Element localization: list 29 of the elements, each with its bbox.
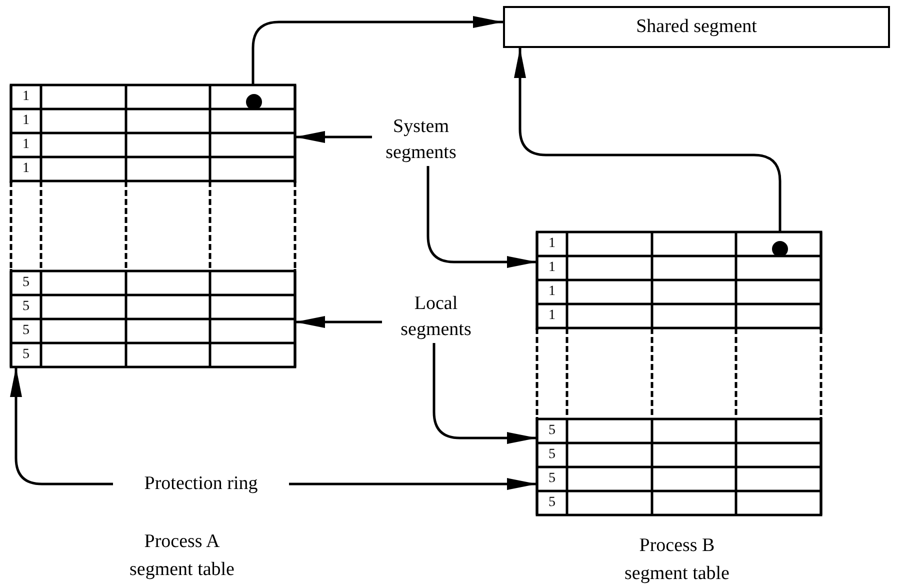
ring-number: 5 — [22, 276, 30, 290]
arrow — [514, 48, 782, 232]
arrow — [10, 367, 113, 486]
ring-number: 1 — [548, 309, 556, 323]
ring-number: 1 — [22, 90, 30, 104]
arrow — [295, 316, 382, 328]
ring-number: 5 — [22, 348, 30, 362]
ring-number: 5 — [548, 472, 556, 486]
ring-number: 1 — [22, 138, 30, 152]
arrow — [289, 478, 537, 490]
ring-number: 1 — [548, 237, 556, 251]
ring-number: 1 — [548, 261, 556, 275]
ring-number: 5 — [22, 300, 30, 314]
ring-number: 5 — [548, 448, 556, 462]
arrow — [295, 131, 372, 143]
table-caption: Process A segment table — [128, 530, 236, 582]
ring-number: 5 — [22, 324, 30, 338]
ring-number: 1 — [548, 285, 556, 299]
segment-box: Shared segment — [503, 6, 890, 48]
arrow — [426, 166, 537, 268]
segment-table — [11, 85, 295, 367]
ring-number: 5 — [548, 424, 556, 438]
ring-number: 5 — [548, 496, 556, 510]
segment-table — [537, 232, 821, 515]
ring-number: 1 — [22, 114, 30, 128]
ring-number: 1 — [22, 162, 30, 176]
table-caption: Process B segment table — [624, 534, 730, 586]
arrow — [252, 16, 503, 85]
arrow — [432, 343, 537, 444]
